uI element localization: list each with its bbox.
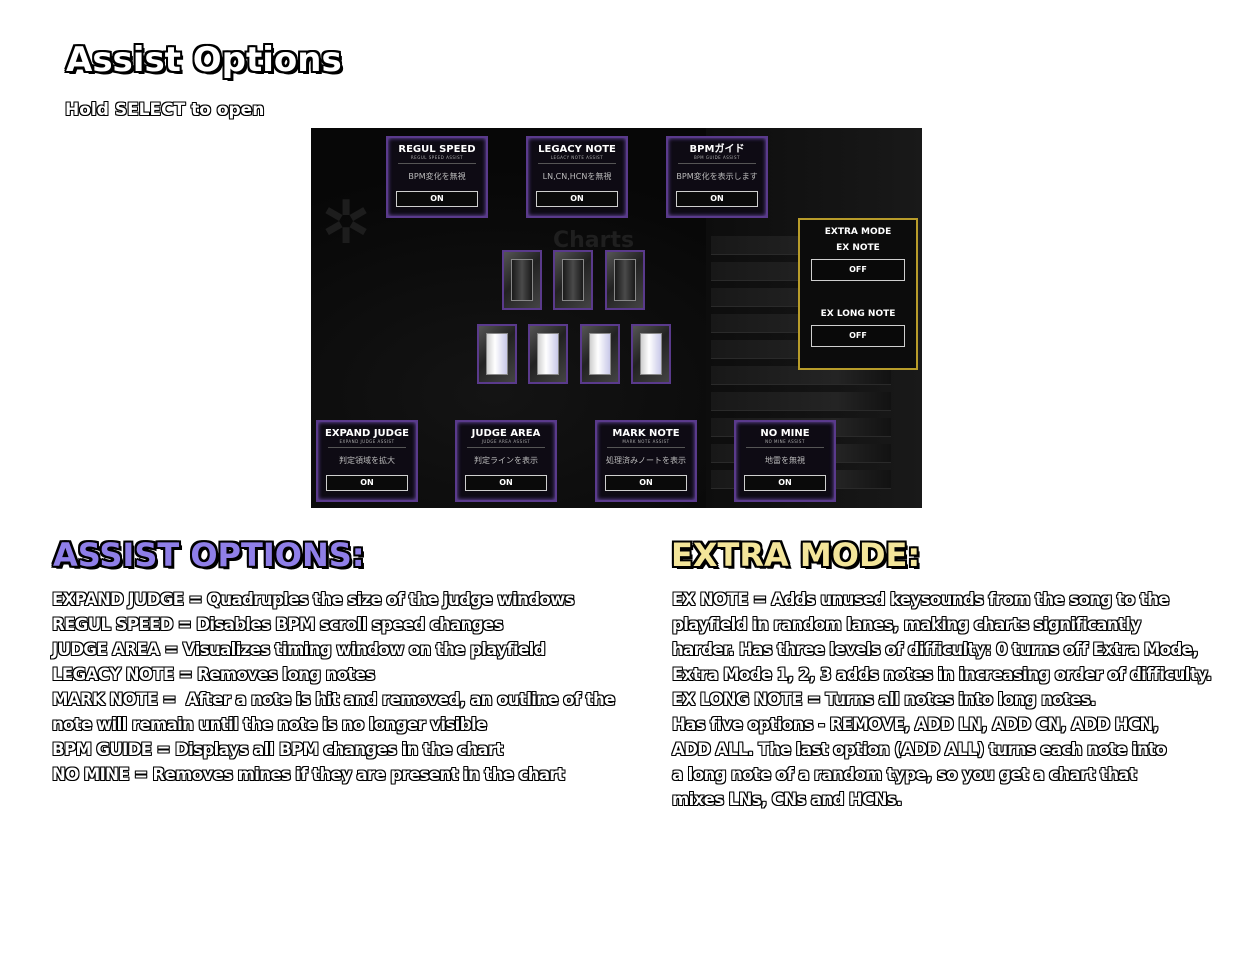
judge-area-card[interactable]: JUDGE AREA JUDGE AREA ASSIST 判定ラインを表示 ON [455, 420, 557, 502]
card-subtitle: BPM GUIDE ASSIST [678, 155, 756, 164]
page-subtitle: Hold SELECT to open [65, 100, 265, 120]
list-item: REGUL SPEED = Disables BPM scroll speed … [52, 615, 503, 634]
judge-area-toggle[interactable]: ON [465, 475, 547, 491]
ex-long-note-label: EX LONG NOTE [820, 309, 896, 319]
card-subtitle: EXPAND JUDGE ASSIST [328, 439, 406, 448]
key-black-2 [502, 250, 542, 310]
regul-speed-toggle[interactable]: ON [396, 191, 478, 207]
list-item: LEGACY NOTE = Removes long notes [52, 665, 375, 684]
bpm-guide-card[interactable]: BPMガイド BPM GUIDE ASSIST BPM変化を表示します ON [666, 136, 768, 218]
card-title: LEGACY NOTE [538, 144, 616, 155]
card-title: REGUL SPEED [398, 144, 476, 155]
expand-judge-card[interactable]: EXPAND JUDGE EXPAND JUDGE ASSIST 判定領域を拡大… [316, 420, 418, 502]
list-item: EXPAND JUDGE = Quadruples the size of th… [52, 590, 575, 609]
card-subtitle: REGUL SPEED ASSIST [398, 155, 476, 164]
list-item: playfield in random lanes, making charts… [672, 615, 1141, 634]
card-title: EXPAND JUDGE [324, 428, 410, 439]
card-title: MARK NOTE [612, 428, 680, 439]
card-description: LN,CN,HCNを無視 [542, 172, 612, 181]
regul-speed-card[interactable]: REGUL SPEED REGUL SPEED ASSIST BPM変化を無視 … [386, 136, 488, 218]
extra-mode-list: EX NOTE = Adds unused keysounds from the… [672, 587, 1234, 812]
extra-mode-title: EXTRA MODE [824, 227, 892, 237]
card-description: 地雷を無視 [765, 456, 805, 465]
key-white-3 [528, 324, 568, 384]
card-title: NO MINE [760, 428, 810, 439]
card-description: BPM変化を無視 [408, 172, 466, 181]
list-item: JUDGE AREA = Visualizes timing window on… [52, 640, 546, 659]
key-white-7 [631, 324, 671, 384]
assist-options-list: EXPAND JUDGE = Quadruples the size of th… [52, 587, 642, 787]
key-white-1 [477, 324, 517, 384]
card-subtitle: LEGACY NOTE ASSIST [538, 155, 616, 164]
card-title: BPMガイド [689, 144, 745, 155]
game-screenshot: ✲ Charts REGUL SPEED REGUL SPEED ASSIST … [311, 128, 922, 508]
card-description: 判定領域を拡大 [339, 456, 395, 465]
list-item: harder. Has three levels of difficulty: … [672, 640, 1199, 659]
extra-mode-panel: EXTRA MODE EX NOTE OFF EX LONG NOTE OFF [798, 218, 918, 370]
menu-row [711, 392, 891, 411]
mark-note-card[interactable]: MARK NOTE MARK NOTE ASSIST 処理済みノートを表示 ON [595, 420, 697, 502]
list-item: MARK NOTE = After a note is hit and remo… [52, 690, 615, 709]
assist-options-heading: ASSIST OPTIONS: [53, 536, 365, 574]
mark-note-toggle[interactable]: ON [605, 475, 687, 491]
list-item: EX NOTE = Adds unused keysounds from the… [672, 590, 1169, 609]
list-item: mixes LNs, CNs and HCNs. [672, 790, 902, 809]
extra-mode-heading: EXTRA MODE: [671, 536, 921, 574]
list-item: Has five options - REMOVE, ADD LN, ADD C… [672, 715, 1159, 734]
list-item: BPM GUIDE = Displays all BPM changes in … [52, 740, 503, 759]
ex-note-toggle[interactable]: OFF [811, 259, 905, 281]
card-description: BPM変化を表示します [676, 172, 758, 181]
card-subtitle: MARK NOTE ASSIST [607, 439, 685, 448]
legacy-note-toggle[interactable]: ON [536, 191, 618, 207]
card-title: JUDGE AREA [471, 428, 541, 439]
key-white-5 [580, 324, 620, 384]
ex-note-label: EX NOTE [836, 243, 880, 253]
list-item: NO MINE = Removes mines if they are pres… [52, 765, 565, 784]
list-item: Extra Mode 1, 2, 3 adds notes in increas… [672, 665, 1212, 684]
card-subtitle: NO MINE ASSIST [746, 439, 824, 448]
card-description: 処理済みノートを表示 [606, 456, 686, 465]
list-item: a long note of a random type, so you get… [672, 765, 1137, 784]
no-mine-toggle[interactable]: ON [744, 475, 826, 491]
palm-tree-icon: ✲ [321, 188, 372, 258]
key-black-6 [605, 250, 645, 310]
ex-long-note-toggle[interactable]: OFF [811, 325, 905, 347]
bpm-guide-toggle[interactable]: ON [676, 191, 758, 207]
menu-row [711, 366, 891, 385]
card-description: 判定ラインを表示 [474, 456, 538, 465]
card-subtitle: JUDGE AREA ASSIST [467, 439, 545, 448]
key-black-4 [553, 250, 593, 310]
background-label: Charts [553, 228, 635, 253]
list-item: note will remain until the note is no lo… [52, 715, 487, 734]
list-item: ADD ALL. The last option (ADD ALL) turns… [672, 740, 1167, 759]
legacy-note-card[interactable]: LEGACY NOTE LEGACY NOTE ASSIST LN,CN,HCN… [526, 136, 628, 218]
no-mine-card[interactable]: NO MINE NO MINE ASSIST 地雷を無視 ON [734, 420, 836, 502]
page-title: Assist Options [66, 40, 342, 80]
expand-judge-toggle[interactable]: ON [326, 475, 408, 491]
list-item: EX LONG NOTE = Turns all notes into long… [672, 690, 1096, 709]
